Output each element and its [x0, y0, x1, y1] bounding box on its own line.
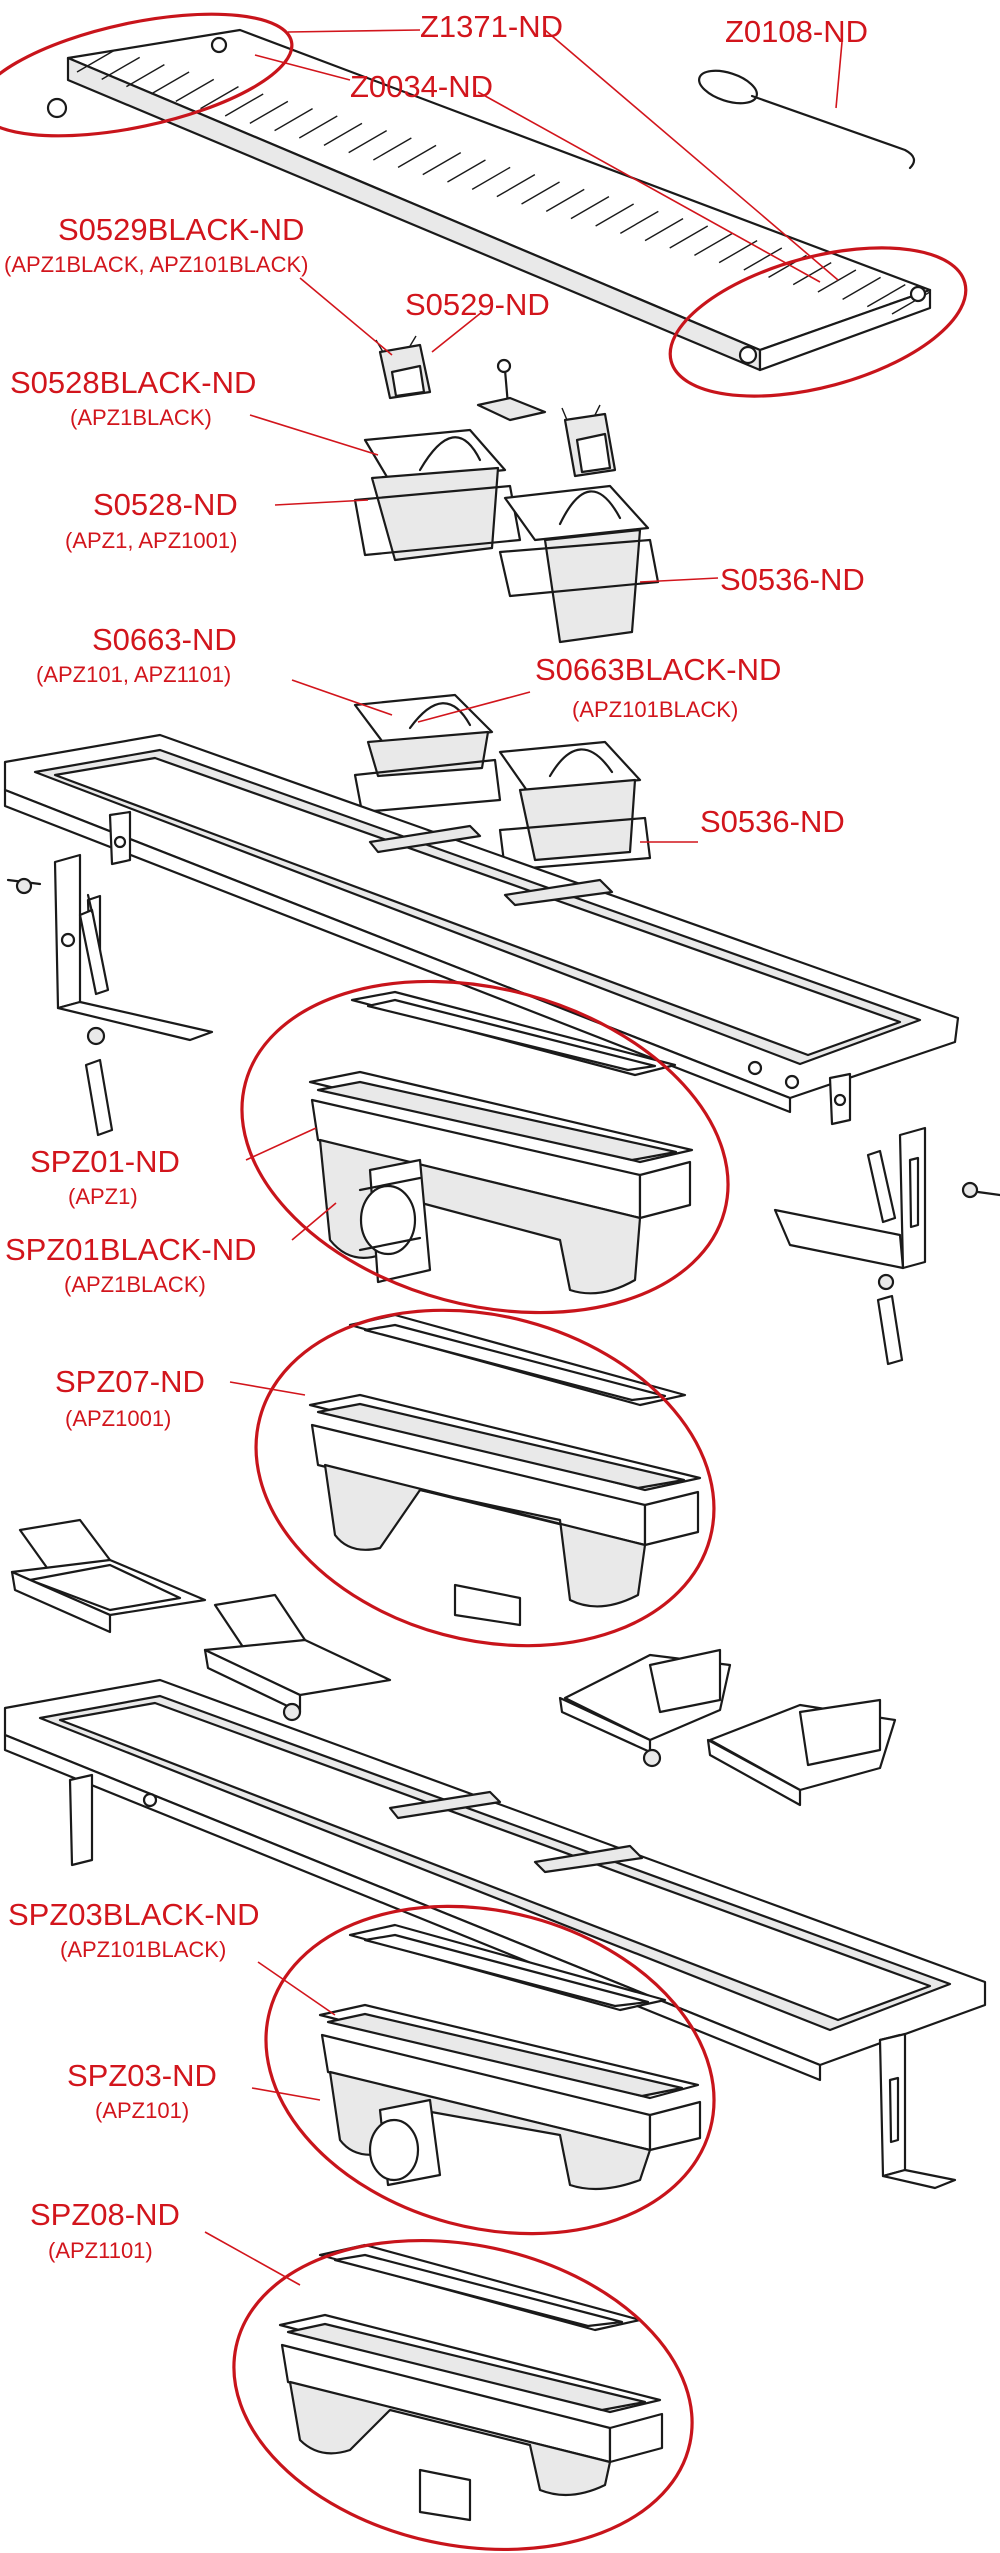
grate-slot: [817, 269, 857, 293]
grate-slot: [126, 64, 165, 88]
support-bracket-mid-right-1: [558, 1648, 732, 1768]
grate-slot: [496, 174, 536, 198]
support-bracket-mid-center: [203, 1593, 392, 1722]
label-spz08-models: (APZ1101): [48, 2238, 153, 2263]
drain-body-spz01: [308, 990, 694, 1295]
grate-slot: [595, 203, 634, 227]
highlight-oval-grate-right: [668, 246, 968, 398]
highlight-oval-spz08: [232, 2238, 694, 2552]
grate-slot: [570, 196, 610, 220]
grate-slot: [545, 188, 585, 212]
grate-slot: [76, 49, 116, 73]
outlet-adapter-lower-right: [498, 740, 652, 872]
grate-slot: [743, 247, 783, 271]
mounting-bracket-right-2: [878, 2032, 957, 2190]
grate-slot: [200, 86, 239, 110]
label-z1371: Z1371-ND: [420, 9, 563, 44]
grate-slot: [175, 78, 215, 102]
label-s0663black: S0663BLACK-ND: [535, 652, 781, 687]
outlet-adapter-lower-left: [353, 693, 502, 814]
highlight-oval-grate-left: [0, 12, 294, 138]
label-spz07: SPZ07-ND: [55, 1364, 205, 1399]
label-spz01black: SPZ01BLACK-ND: [5, 1232, 257, 1267]
grate-slot: [249, 100, 289, 124]
highlight-oval-spz07: [254, 1308, 716, 1648]
grate-slot: [298, 115, 338, 139]
wall-plug-left: [78, 893, 114, 1137]
grate-slot: [447, 159, 486, 183]
grate-slot: [348, 130, 388, 154]
grate-slot: [619, 210, 659, 234]
grate-slot: [101, 56, 141, 80]
label-spz01-models: (APZ1): [68, 1184, 138, 1209]
label-spz03black: SPZ03BLACK-ND: [8, 1897, 260, 1932]
grate-slot: [224, 93, 264, 117]
label-z0034: Z0034-ND: [350, 69, 493, 104]
hook-tool-part: [698, 69, 916, 170]
adapter-clip-left: [375, 335, 432, 400]
label-s0663-models: (APZ101, APZ1101): [36, 662, 231, 687]
grate-slot: [397, 144, 437, 168]
support-bracket-mid-right-2: [706, 1698, 897, 1807]
grate-slot: [669, 225, 709, 249]
label-spz03black-models: (APZ101BLACK): [60, 1937, 226, 1962]
highlight-oval-spz01: [240, 979, 730, 1315]
drain-body-spz03: [318, 1923, 702, 2191]
grate-slot: [373, 137, 412, 161]
label-s0663: S0663-ND: [92, 622, 237, 657]
adapter-clip-right: [561, 404, 617, 478]
screw-part: [476, 358, 547, 422]
grate-slot: [694, 232, 733, 256]
label-s0529black-models: (APZ1BLACK, APZ101BLACK): [4, 252, 308, 277]
channel-body-upper: [3, 733, 960, 1126]
highlight-oval-spz03: [264, 1904, 716, 2236]
grate-slot: [471, 166, 511, 190]
grate-slot: [866, 284, 906, 308]
grate-slot: [521, 181, 560, 205]
label-spz01: SPZ01-ND: [30, 1144, 180, 1179]
drain-body-spz07: [308, 1313, 702, 1627]
label-s0528-models: (APZ1, APZ1001): [65, 528, 237, 553]
label-spz08: SPZ08-ND: [30, 2197, 180, 2232]
outlet-adapter-upper-left: [353, 428, 522, 562]
label-s0663black-models: (APZ101BLACK): [572, 697, 738, 722]
label-spz07-models: (APZ1001): [65, 1406, 171, 1431]
grate-slot: [274, 108, 313, 132]
grate-slot: [323, 122, 363, 146]
grate-slot: [792, 262, 832, 286]
label-s0528black-models: (APZ1BLACK): [70, 405, 212, 430]
grate-part: [46, 28, 932, 372]
label-spz03: SPZ03-ND: [67, 2058, 217, 2093]
grate-slot: [422, 152, 462, 176]
label-s0536-lower: S0536-ND: [700, 804, 845, 839]
support-bracket-mid-left: [10, 1518, 207, 1634]
grate-slot: [842, 276, 881, 300]
grate-slot: [150, 71, 190, 95]
label-s0536-upper: S0536-ND: [720, 562, 865, 597]
label-z0108: Z0108-ND: [725, 14, 868, 49]
part-labels: Z1371-ND Z0108-ND Z0034-ND S0529BLACK-ND…: [4, 9, 868, 2263]
label-s0529black: S0529BLACK-ND: [58, 212, 304, 247]
outlet-adapter-upper-right: [498, 484, 660, 644]
mounting-bracket-right-1: [747, 1060, 1000, 1366]
leader-lines: [204, 29, 843, 2286]
label-spz01black-models: (APZ1BLACK): [64, 1272, 206, 1297]
label-spz03-models: (APZ101): [95, 2098, 189, 2123]
label-s0528: S0528-ND: [93, 487, 238, 522]
grate-slot: [644, 218, 684, 242]
label-s0528black: S0528BLACK-ND: [10, 365, 256, 400]
mounting-bracket-left-1: [6, 853, 214, 1042]
drain-body-spz08: [278, 2243, 664, 2522]
label-s0529: S0529-ND: [405, 287, 550, 322]
